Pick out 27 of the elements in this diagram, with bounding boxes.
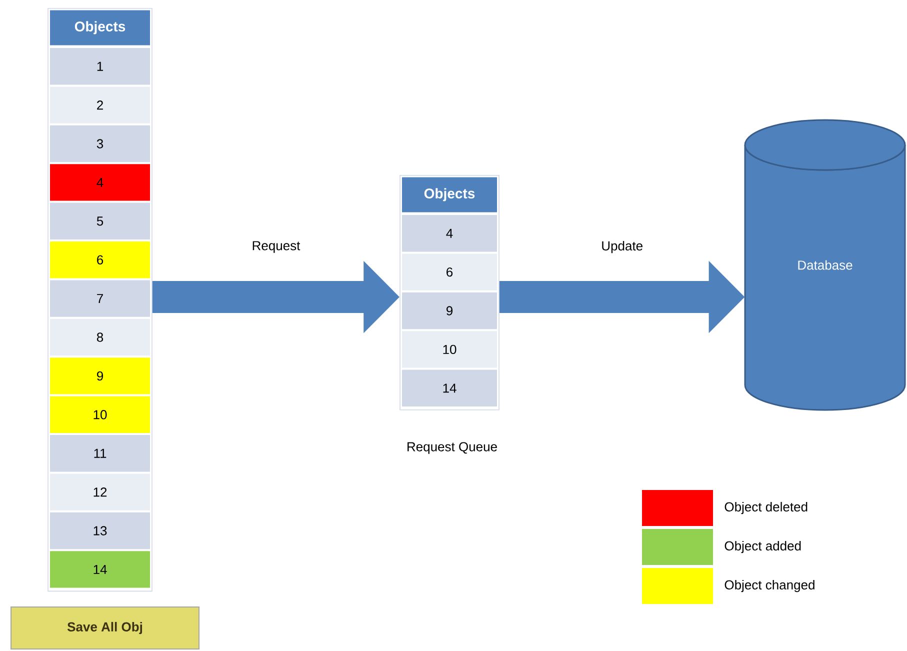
table-cell: 4 [50,164,150,201]
legend-label: Object added [724,540,801,554]
edge-label: Request [252,241,300,253]
table-cell: 10 [50,396,150,433]
table-cell: 9 [402,292,497,330]
table-cell: 7 [50,280,150,317]
table-cell: 11 [50,435,150,472]
table-cell: 5 [50,202,150,240]
table-cell: 4 [402,215,497,252]
caption: Request Queue [408,442,497,454]
table-cell: 12 [50,474,150,510]
table-cell: 14 [50,551,150,588]
table-cell: 2 [50,86,150,124]
database-cylinder: Database [744,119,906,411]
table-cell: 14 [402,370,497,406]
table-cell: 1 [50,48,150,85]
legend-label: Object changed [724,580,814,592]
table-cell: 6 [402,254,497,290]
table-cell: 6 [50,242,150,278]
table-cell: 8 [50,318,150,356]
table-cell: 13 [50,512,150,550]
table-cell: 10 [402,331,497,368]
edge-label: Update [602,240,642,254]
table-cell: 9 [50,358,150,394]
legend-label: Object deleted [724,502,808,514]
save-button: Save All Obj [10,606,200,650]
table-cell: 3 [50,125,150,162]
